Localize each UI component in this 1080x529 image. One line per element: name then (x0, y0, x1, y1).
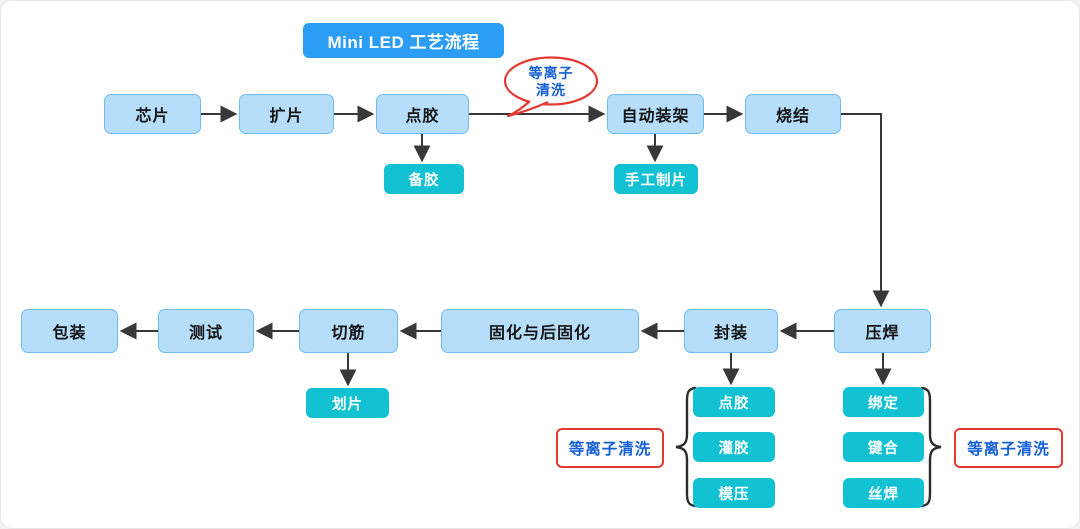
flow-node-sinter: 烧结 (745, 94, 841, 134)
plasma-clean-label-right: 等离子清洗 (954, 428, 1063, 468)
flow-node-chip: 芯片 (104, 94, 201, 134)
sub-node-enc-dispense: 点胶 (693, 387, 775, 417)
flow-node-expand-film: 扩片 (239, 94, 334, 134)
sub-node-enc-mold: 模压 (693, 478, 775, 508)
flow-node-auto-mount: 自动装架 (607, 94, 704, 134)
brace-left-icon (675, 386, 697, 508)
plasma-clean-label-left: 等离子清洗 (556, 428, 664, 468)
flow-node-cure-post-cure: 固化与后固化 (441, 309, 639, 353)
flow-node-encapsulate: 封装 (684, 309, 778, 353)
callout-bubble-icon (503, 56, 599, 118)
sub-node-prepare-glue: 备胶 (384, 164, 464, 194)
plasma-callout-line1: 等离子 (528, 64, 574, 81)
flow-node-trim: 切筋 (299, 309, 398, 353)
flow-node-press-weld: 压焊 (834, 309, 931, 353)
flow-node-test: 测试 (158, 309, 254, 353)
plasma-callout-line2: 清洗 (536, 81, 566, 98)
sub-node-wire-weld: 丝焊 (843, 478, 924, 508)
sub-node-enc-fill-glue: 灌胶 (693, 432, 775, 462)
sub-node-scribe: 划片 (306, 388, 389, 418)
sub-node-bind: 绑定 (843, 387, 924, 417)
sub-node-manual-wafer: 手工制片 (614, 164, 698, 194)
flow-arrows (119, 105, 892, 387)
plasma-callout-text: 等离子 清洗 (505, 61, 597, 102)
flow-node-dispense-glue: 点胶 (376, 94, 469, 134)
brace-right-icon (920, 386, 942, 508)
diagram-title: Mini LED 工艺流程 (303, 23, 504, 58)
sub-node-bond: 键合 (843, 432, 924, 462)
flow-node-pack: 包装 (21, 309, 118, 353)
